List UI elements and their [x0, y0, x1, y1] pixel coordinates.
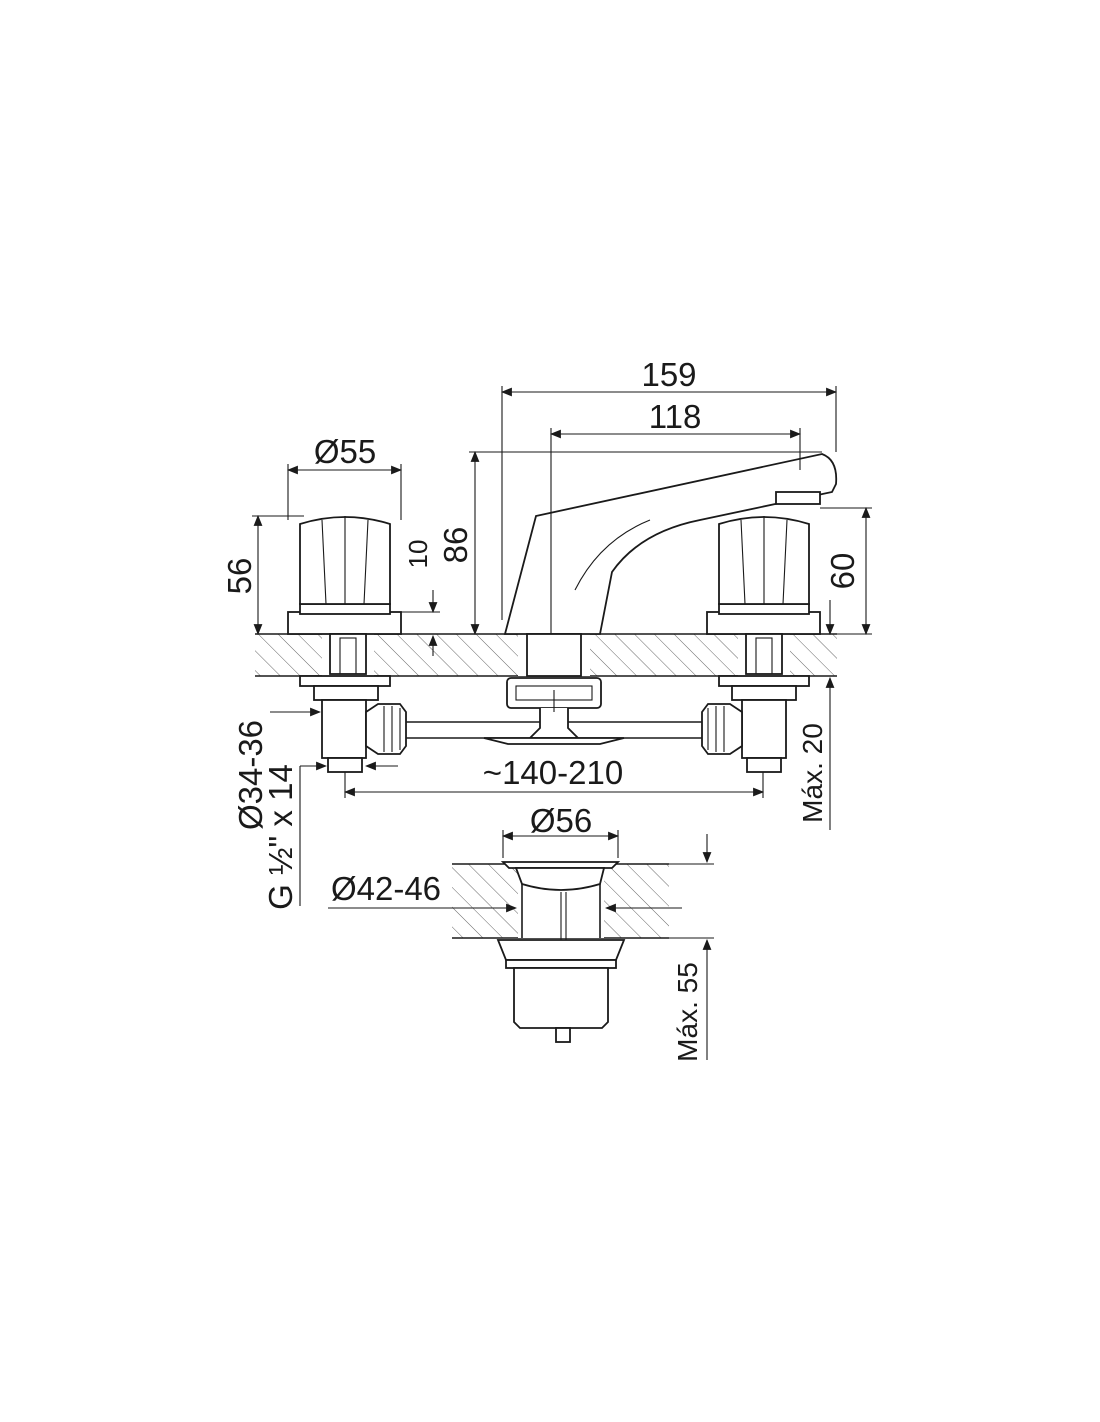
left-handle-collar	[299, 603, 391, 615]
left-valve-body	[321, 699, 367, 759]
dim-drain-hole-diameter: Ø42-46	[331, 870, 441, 907]
right-handle-base	[706, 611, 821, 635]
right-handle	[701, 516, 821, 773]
drain-nut	[496, 939, 626, 961]
dim-thread-spec: G ½" x 14	[262, 764, 299, 910]
left-connector-nut	[365, 703, 407, 755]
dimension-lines	[252, 386, 872, 1060]
dim-right-handle-height: 60	[824, 553, 861, 590]
dim-handle-height: 56	[221, 558, 258, 595]
dim-max-drain-thickness: Máx. 55	[672, 962, 703, 1062]
dim-spout-height: 86	[437, 527, 474, 564]
spout	[483, 453, 838, 745]
dim-handle-base-height: 10	[403, 540, 433, 569]
right-connector-nut	[701, 703, 743, 755]
dimension-labels: 159 118 Ø55 56 10 86 60 ~140-210 Ø34-36 …	[221, 356, 861, 1062]
right-valve-body	[741, 699, 787, 759]
right-nut	[718, 675, 810, 687]
right-stem	[745, 633, 783, 675]
dim-center-distance: ~140-210	[483, 754, 623, 791]
left-nut	[299, 675, 391, 687]
spout-tee	[527, 708, 581, 739]
dim-drain-diameter: Ø56	[530, 802, 592, 839]
dim-connection-diameter: Ø34-36	[232, 720, 269, 830]
drain-body	[513, 967, 609, 1029]
drain-flange	[500, 861, 621, 869]
dim-handle-diameter: Ø55	[314, 433, 376, 470]
aerator	[775, 491, 821, 505]
dim-spout-reach: 118	[649, 398, 702, 435]
right-inlet-thread	[746, 757, 782, 773]
right-handle-collar	[718, 603, 810, 615]
dim-overall-length: 159	[641, 356, 696, 393]
left-stem	[329, 633, 367, 675]
spout-shank	[526, 633, 582, 677]
drain-cap	[514, 867, 606, 891]
drain-assembly	[452, 861, 669, 1043]
left-handle	[287, 516, 407, 773]
dim-max-deck-thickness: Máx. 20	[797, 723, 828, 823]
left-handle-base	[287, 611, 402, 635]
left-inlet-thread	[327, 757, 363, 773]
spout-body	[503, 453, 838, 635]
